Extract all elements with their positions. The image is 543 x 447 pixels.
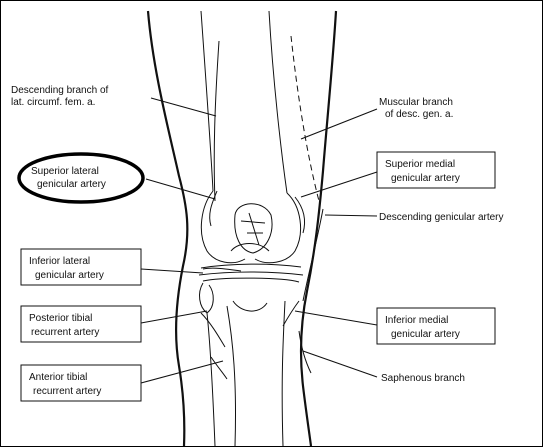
tibial-tuberosity xyxy=(233,301,267,311)
posterior-tibial-recurrent xyxy=(201,313,225,347)
leader-post-tibial xyxy=(141,311,207,323)
inf-lat-genicular-artery xyxy=(203,268,241,271)
label-desc-branch-lat-1: Descending branch of xyxy=(11,85,109,96)
femur-left-edge xyxy=(201,11,213,191)
tibial-plateau xyxy=(203,278,299,282)
label-sup-lat-1: Superior lateral xyxy=(31,166,99,177)
femur-right-edge xyxy=(269,11,287,193)
leg-outline-left xyxy=(148,11,187,446)
leader-inf-lat xyxy=(141,269,203,273)
sup-lat-genicular-artery xyxy=(210,191,217,226)
label-ant-tibial-2: recurrent artery xyxy=(33,386,101,397)
label-inf-lat-1: Inferior lateral xyxy=(29,256,90,267)
descending-genicular-artery xyxy=(303,209,323,301)
patella-detail xyxy=(241,213,265,245)
label-inf-med-1: Inferior medial xyxy=(385,315,448,326)
lateral-circumflex-descending xyxy=(214,41,219,201)
label-inf-med-2: genicular artery xyxy=(391,329,460,340)
sup-med-genicular-artery xyxy=(295,197,305,233)
fibula-shaft xyxy=(207,313,215,446)
fibula-head xyxy=(200,283,214,313)
leader-desc-branch-lat xyxy=(151,98,216,116)
joint-line-lower xyxy=(199,272,303,275)
anterior-tibial-recurrent xyxy=(211,357,227,379)
label-post-tibial-2: recurrent artery xyxy=(31,327,99,338)
leader-inf-med xyxy=(295,311,377,325)
leg-outline-right xyxy=(301,11,336,446)
leader-desc-genicular xyxy=(325,215,377,216)
label-desc-genicular: Descending genicular artery xyxy=(379,212,504,223)
joint-line-upper xyxy=(201,264,301,268)
label-desc-branch-lat-2: lat. circumf. fem. a. xyxy=(11,97,95,108)
label-muscular-branch-1: Muscular branch xyxy=(379,97,453,108)
leader-muscular-branch xyxy=(301,109,377,139)
label-ant-tibial-1: Anterior tibial xyxy=(29,372,87,383)
medial-condyle xyxy=(255,193,301,263)
highlight-ellipse xyxy=(19,154,143,202)
inf-med-genicular-artery xyxy=(283,301,299,326)
leader-saphenous xyxy=(303,351,377,377)
label-saphenous: Saphenous branch xyxy=(381,373,465,384)
label-sup-med-1: Superior medial xyxy=(385,159,455,170)
label-muscular-branch-2: of desc. gen. a. xyxy=(385,109,453,120)
label-post-tibial-1: Posterior tibial xyxy=(29,313,92,324)
label-sup-lat-2: genicular artery xyxy=(37,179,106,190)
lateral-condyle xyxy=(201,191,245,263)
leader-sup-med xyxy=(301,172,377,197)
muscular-branch-dashed xyxy=(291,36,319,201)
tibia-left-edge xyxy=(227,306,236,446)
label-sup-med-2: genicular artery xyxy=(391,173,460,184)
label-inf-lat-2: genicular artery xyxy=(35,270,104,281)
